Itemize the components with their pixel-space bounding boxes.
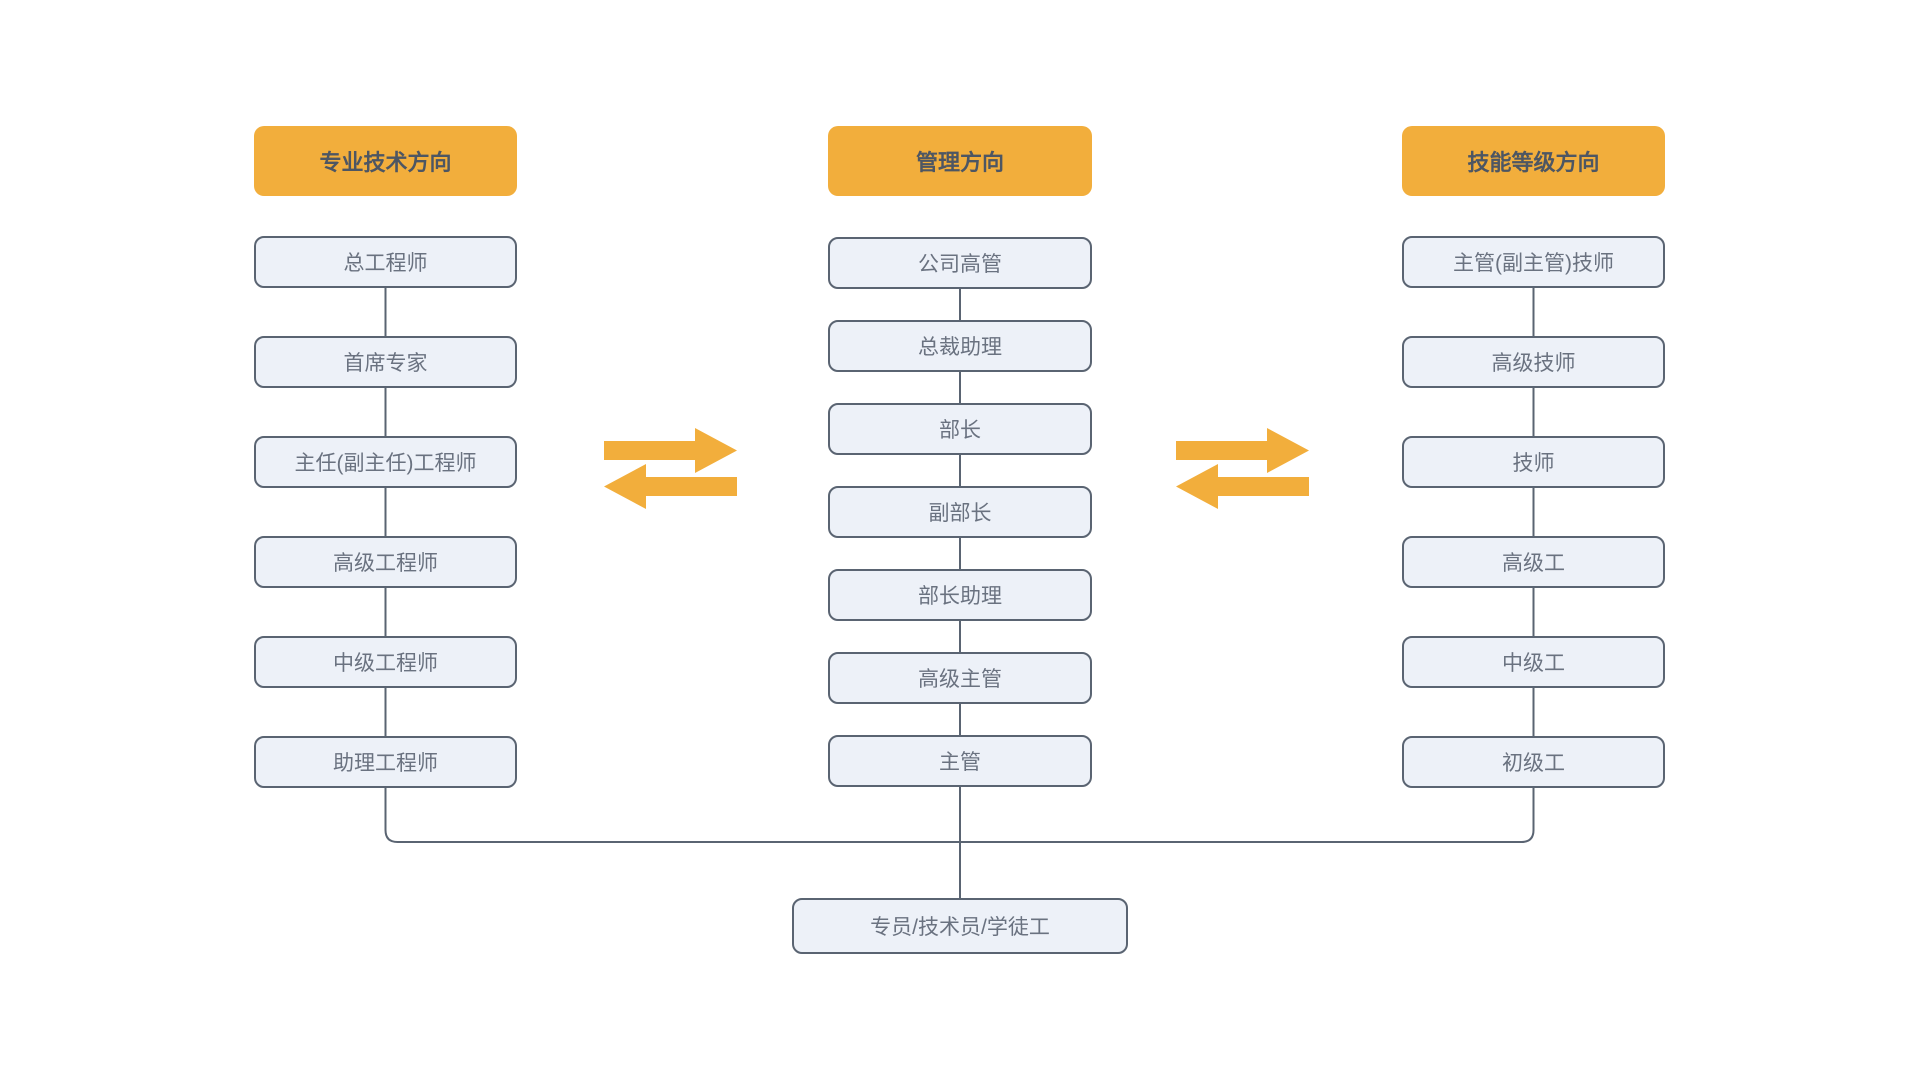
column-header-technical: 专业技术方向 (254, 126, 517, 196)
base-entry-node: 专员/技术员/学徒工 (792, 898, 1128, 954)
level-node: 公司高管 (828, 237, 1092, 289)
level-node: 高级主管 (828, 652, 1092, 704)
level-node: 助理工程师 (254, 736, 517, 788)
level-node: 部长 (828, 403, 1092, 455)
bidirectional-swap-arrow-right-icon (1176, 428, 1309, 509)
bidirectional-swap-arrow-left-icon (604, 428, 737, 509)
column-header-skill-grade: 技能等级方向 (1402, 126, 1665, 196)
level-node: 中级工程师 (254, 636, 517, 688)
arrow-right-icon (604, 428, 737, 473)
level-node: 主管 (828, 735, 1092, 787)
level-node: 主任(副主任)工程师 (254, 436, 517, 488)
level-node: 首席专家 (254, 336, 517, 388)
level-node: 技师 (1402, 436, 1665, 488)
arrow-right-icon (1176, 428, 1309, 473)
level-node: 主管(副主管)技师 (1402, 236, 1665, 288)
level-node: 高级技师 (1402, 336, 1665, 388)
level-node: 中级工 (1402, 636, 1665, 688)
level-node: 高级工 (1402, 536, 1665, 588)
level-node: 部长助理 (828, 569, 1092, 621)
column-header-management: 管理方向 (828, 126, 1092, 196)
level-node: 初级工 (1402, 736, 1665, 788)
level-node: 总裁助理 (828, 320, 1092, 372)
level-node: 副部长 (828, 486, 1092, 538)
arrow-left-icon (1176, 464, 1309, 509)
level-node: 高级工程师 (254, 536, 517, 588)
level-node: 总工程师 (254, 236, 517, 288)
arrow-left-icon (604, 464, 737, 509)
